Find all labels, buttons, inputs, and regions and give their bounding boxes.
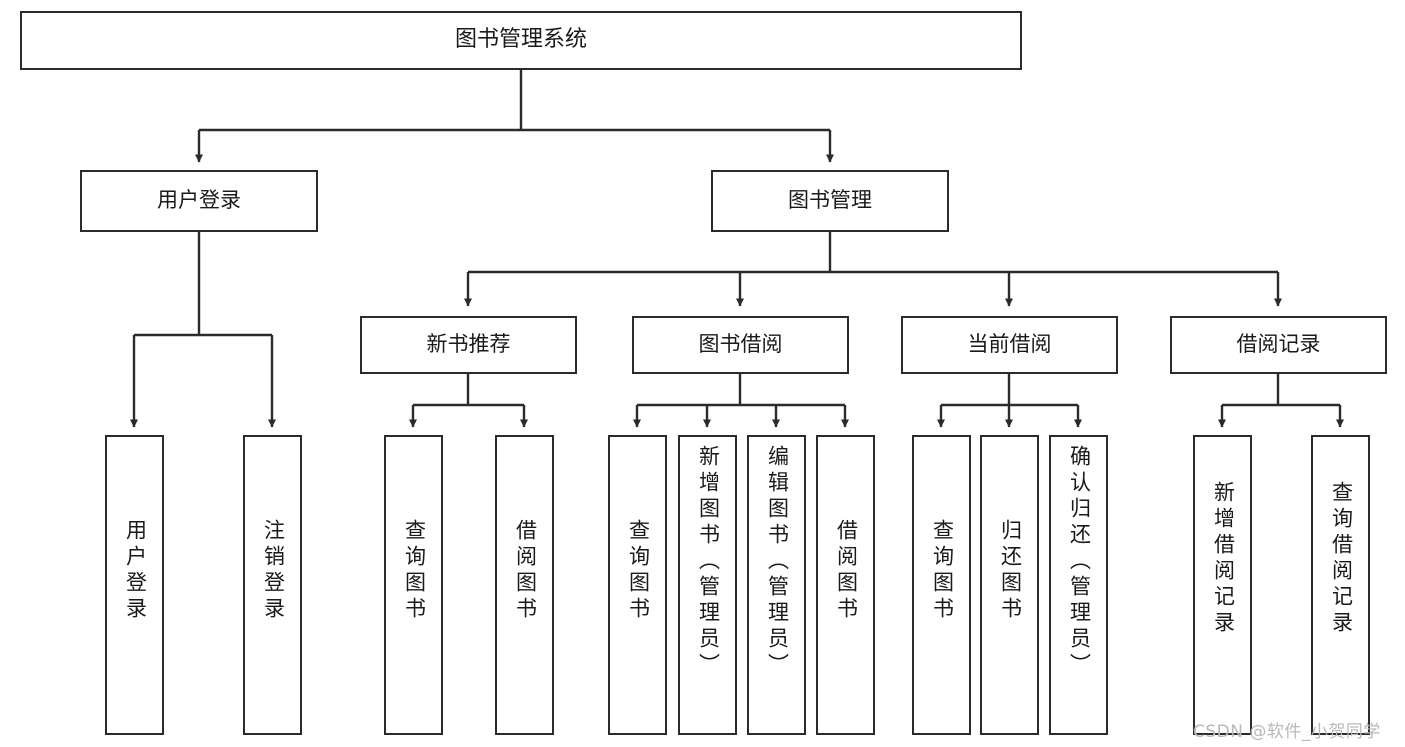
node-leaf-edit-book[interactable]: 编辑图书（管理员） xyxy=(747,435,806,735)
node-label: 查询借阅记录 xyxy=(1329,481,1354,637)
node-leaf-borrow-book-1[interactable]: 借阅图书 xyxy=(495,435,554,735)
node-label: 新书推荐 xyxy=(426,332,511,357)
node-leaf-borrow-book-2[interactable]: 借阅图书 xyxy=(816,435,875,735)
node-leaf-confirm-return[interactable]: 确认归还（管理员） xyxy=(1049,435,1108,735)
node-label: 确认归还（管理员） xyxy=(1067,445,1092,679)
node-label: 图书管理系统 xyxy=(454,27,587,53)
node-label: 编辑图书（管理员） xyxy=(765,445,790,679)
node-label: 新增图书（管理员） xyxy=(696,445,721,679)
node-leaf-query-record[interactable]: 查询借阅记录 xyxy=(1311,435,1370,735)
node-book-borrow[interactable]: 图书借阅 xyxy=(632,316,849,374)
node-leaf-user-login[interactable]: 用户登录 xyxy=(105,435,164,735)
node-new-book-recommend[interactable]: 新书推荐 xyxy=(360,316,577,374)
node-leaf-add-record[interactable]: 新增借阅记录 xyxy=(1193,435,1252,735)
node-label: 查询图书 xyxy=(626,519,651,623)
node-label: 图书借阅 xyxy=(698,332,783,357)
node-label: 查询图书 xyxy=(402,519,427,623)
node-leaf-query-book-3[interactable]: 查询图书 xyxy=(912,435,971,735)
node-leaf-return-book[interactable]: 归还图书 xyxy=(980,435,1039,735)
node-label: 当前借阅 xyxy=(967,332,1052,357)
node-root-book-management-system[interactable]: 图书管理系统 xyxy=(20,11,1022,70)
node-current-borrow[interactable]: 当前借阅 xyxy=(901,316,1118,374)
node-label: 查询图书 xyxy=(930,519,955,623)
node-leaf-add-book[interactable]: 新增图书（管理员） xyxy=(678,435,737,735)
node-borrow-record[interactable]: 借阅记录 xyxy=(1170,316,1387,374)
node-label: 借阅图书 xyxy=(513,519,538,623)
node-label: 用户登录 xyxy=(123,519,148,623)
node-label: 注销登录 xyxy=(261,519,286,623)
node-label: 新增借阅记录 xyxy=(1211,481,1236,637)
node-label: 归还图书 xyxy=(998,519,1023,623)
node-leaf-query-book-2[interactable]: 查询图书 xyxy=(608,435,667,735)
node-leaf-query-book-1[interactable]: 查询图书 xyxy=(384,435,443,735)
node-label: 借阅记录 xyxy=(1236,332,1321,357)
node-label: 借阅图书 xyxy=(834,519,859,623)
node-label: 用户登录 xyxy=(157,188,241,213)
node-book-management[interactable]: 图书管理 xyxy=(711,170,949,232)
node-leaf-user-logout[interactable]: 注销登录 xyxy=(243,435,302,735)
csdn-watermark: CSDN @软件_小贺同学 xyxy=(1193,722,1381,742)
node-user-login[interactable]: 用户登录 xyxy=(80,170,318,232)
node-label: 图书管理 xyxy=(788,188,872,213)
